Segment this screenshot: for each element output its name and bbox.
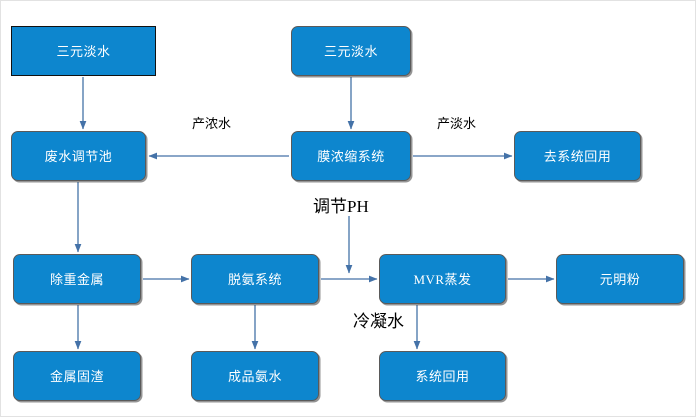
node-qu-xitong-huiyong[interactable]: 去系统回用 — [514, 131, 641, 181]
node-label: MVR蒸发 — [413, 271, 472, 287]
edge-label-chan-nongshui: 产浓水 — [192, 116, 232, 131]
node-jinshu-guzha[interactable]: 金属固渣 — [13, 351, 141, 401]
node-label: 三元淡水 — [323, 43, 378, 59]
node-xitong-huiyong[interactable]: 系统回用 — [379, 351, 506, 401]
node-label: 成品氨水 — [227, 368, 282, 384]
node-label: 废水调节池 — [44, 148, 113, 164]
node-chu-zhongjinshu[interactable]: 除重金属 — [13, 254, 141, 304]
node-label: 除重金属 — [49, 271, 104, 287]
node-feishui-tiaojiechi[interactable]: 废水调节池 — [11, 131, 146, 181]
node-label: 脱氨系统 — [227, 271, 282, 287]
node-mvr-zhengfa[interactable]: MVR蒸发 — [379, 254, 506, 304]
node-sanyuan-danshui-1[interactable]: 三元淡水 — [11, 26, 156, 76]
node-label: 系统回用 — [415, 368, 470, 384]
edge-label-tiaojie-ph: 调节PH — [313, 197, 369, 216]
node-label: 三元淡水 — [56, 43, 111, 59]
node-label: 元明粉 — [599, 271, 641, 287]
node-mo-nongsuo-xitong[interactable]: 膜浓缩系统 — [291, 131, 411, 181]
node-yuanmingfen[interactable]: 元明粉 — [556, 254, 684, 304]
node-tuoan-xitong[interactable]: 脱氨系统 — [191, 254, 319, 304]
node-label: 膜浓缩系统 — [317, 148, 385, 164]
node-sanyuan-danshui-2[interactable]: 三元淡水 — [291, 26, 411, 76]
edge-label-chan-danshui: 产淡水 — [437, 116, 477, 131]
node-label: 去系统回用 — [543, 148, 612, 164]
edge-label-lengningshui: 冷凝水 — [353, 312, 404, 331]
node-chengpin-anshui[interactable]: 成品氨水 — [191, 351, 319, 401]
node-label: 金属固渣 — [49, 368, 104, 384]
